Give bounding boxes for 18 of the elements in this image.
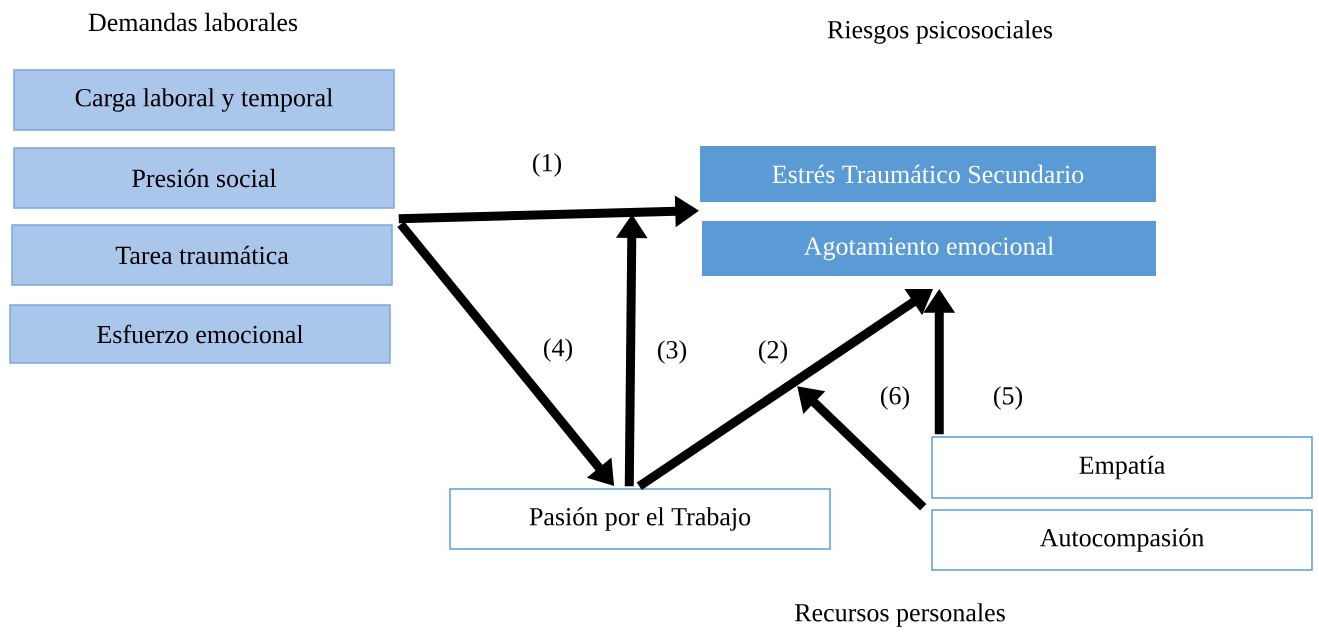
resource-box: Pasión por el Trabajo <box>449 488 831 550</box>
risk-box: Estrés Traumático Secundario <box>700 146 1156 202</box>
group-heading: Riesgos psicosociales <box>827 20 1053 44</box>
edge-label: (4) <box>544 338 572 362</box>
group-heading: Demandas laborales <box>88 12 298 32</box>
resource-box: Empatía <box>931 436 1313 499</box>
edge-label: (3) <box>658 340 686 364</box>
risk-box: Agotamiento emocional <box>702 221 1156 276</box>
demand-box: Presión social <box>13 147 395 209</box>
group-heading: Recursos personales <box>795 603 1005 627</box>
edge-label: (1) <box>533 153 561 177</box>
resource-box: Autocompasión <box>931 509 1313 571</box>
edge-label: (2) <box>759 340 787 364</box>
edge-label: (6) <box>881 386 909 410</box>
demand-box: Esfuerzo emocional <box>9 304 391 364</box>
demand-box: Tarea traumática <box>11 224 393 286</box>
edge-label: (5) <box>994 386 1022 410</box>
demand-box: Carga laboral y temporal <box>13 69 395 131</box>
